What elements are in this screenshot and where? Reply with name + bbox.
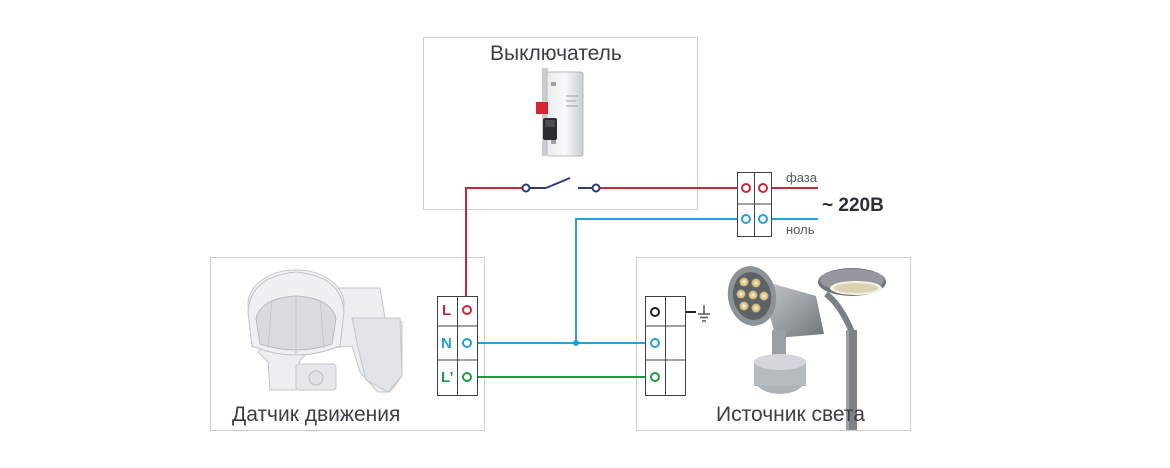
street-lamp-icon bbox=[818, 268, 886, 430]
neutral-wire-path bbox=[469, 218, 818, 344]
motion-sensor-icon bbox=[247, 269, 403, 393]
ground-icon bbox=[698, 305, 710, 322]
light-title: Источник света bbox=[716, 403, 865, 426]
phase-label: фаза bbox=[786, 170, 817, 185]
switch-box bbox=[423, 37, 698, 210]
supply-terminal-neutral-out bbox=[758, 214, 768, 224]
neutral-label: ноль bbox=[786, 222, 815, 237]
sensor-terminal-l bbox=[462, 305, 472, 315]
sensor-terminal-n bbox=[462, 338, 472, 348]
circuit-breaker-icon bbox=[536, 68, 584, 157]
supply-terminal-phase-out bbox=[758, 183, 768, 193]
phase-wire-path bbox=[465, 187, 818, 308]
supply-terminal-block bbox=[737, 172, 772, 237]
light-terminal-n bbox=[650, 338, 660, 348]
voltage-label: ~ 220В bbox=[822, 195, 884, 216]
neutral-junction bbox=[573, 340, 579, 346]
terminal-label-l: L bbox=[442, 302, 452, 319]
light-terminal-ground bbox=[650, 307, 660, 317]
switch-contact bbox=[521, 177, 601, 193]
switch-title: Выключатель bbox=[490, 42, 622, 65]
light-terminal-l bbox=[650, 372, 660, 382]
supply-terminal-neutral-in bbox=[741, 214, 751, 224]
supply-terminal-phase-in bbox=[741, 183, 751, 193]
terminal-label-lp: L’ bbox=[441, 369, 454, 386]
spotlight-icon bbox=[727, 266, 824, 394]
terminal-label-n: N bbox=[441, 335, 452, 352]
sensor-title: Датчик движения bbox=[232, 403, 401, 426]
sensor-terminal-lp bbox=[462, 372, 472, 382]
